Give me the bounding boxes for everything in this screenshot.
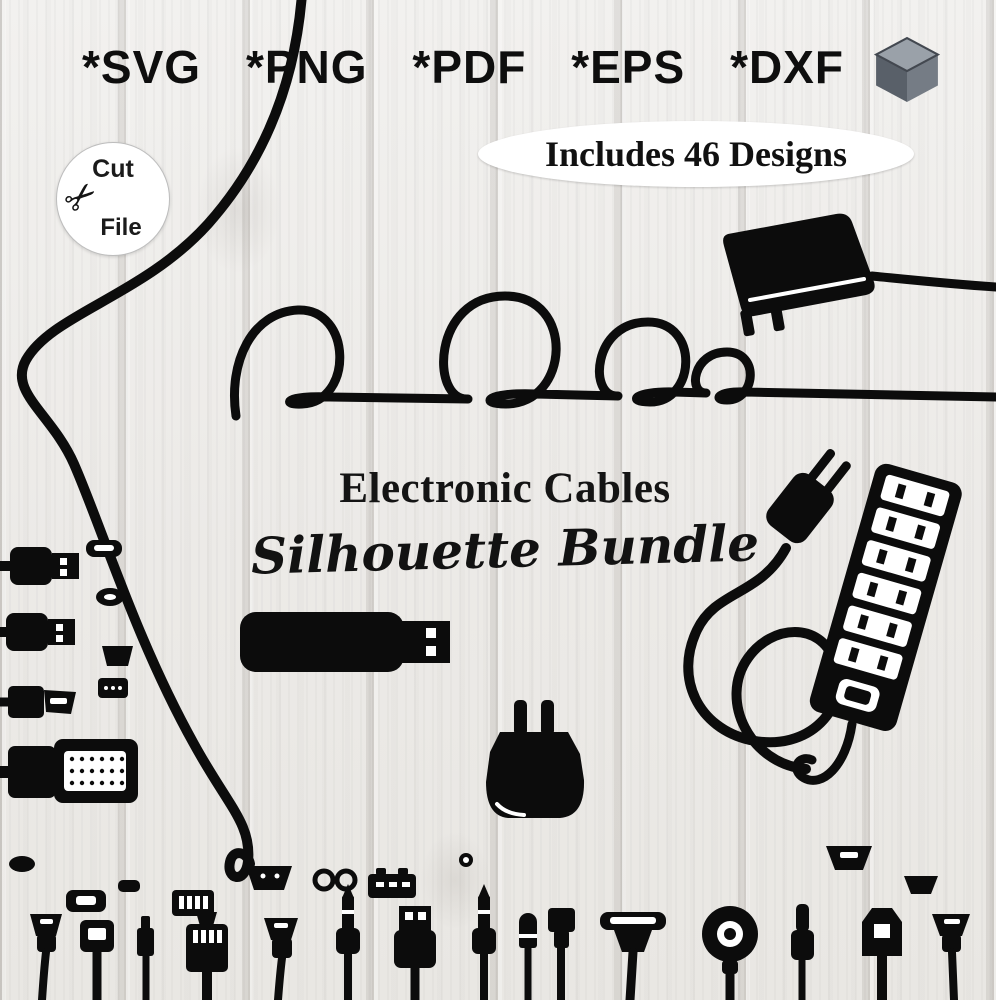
includes-badge: Includes 46 Designs (478, 121, 914, 187)
cube-icon (873, 36, 941, 104)
power-adapter-silhouette (723, 213, 996, 337)
round-connector-dot (459, 853, 473, 867)
toslink-connector (548, 908, 575, 1000)
pin-connector-head (98, 678, 128, 698)
format-label-dxf: *DXF (730, 41, 844, 93)
micro-usb-connector-2 (264, 918, 298, 1000)
usb-b-mini-connector (80, 920, 114, 1000)
format-label-svg: *SVG (82, 41, 202, 93)
small-oval-head (96, 588, 124, 606)
hdmi-head-left (102, 646, 133, 666)
usb-a-connector-vertical (394, 906, 436, 1000)
left-curving-cable-silhouette (16, 0, 307, 882)
mini-usb-head (66, 890, 106, 912)
lightning-connector (791, 904, 814, 1000)
usb-b-head-horizontal (368, 868, 416, 898)
hdmi-head-right (826, 846, 872, 870)
mini-usb-trapezoid-head (246, 866, 292, 890)
power-strip-silhouette (792, 463, 962, 785)
figure8-connector-head (312, 868, 358, 892)
micro-usb-connector-1 (30, 914, 62, 1000)
usb-c-head (86, 540, 122, 557)
format-label-png: *PNG (245, 41, 368, 93)
format-label-pdf: *PDF (412, 41, 527, 93)
usb-a-cable-1 (0, 547, 79, 585)
usb-wall-charger-silhouette (486, 700, 585, 818)
power-plug-with-cord-silhouette (683, 448, 851, 774)
rca-connector (519, 913, 537, 1000)
cut-file-label-cut: Cut (92, 155, 134, 183)
hdmi-cable (0, 686, 76, 718)
small-connector-head-1 (9, 856, 35, 872)
usb-flash-drive-silhouette (240, 612, 450, 672)
small-trapezoid-head (904, 876, 938, 894)
ethernet-rj45-connector (186, 912, 228, 1000)
rj45-head (172, 890, 214, 916)
dvi-vga-connector (0, 739, 138, 803)
audio-jack-connector-1 (336, 884, 360, 1000)
usb-a-cable-2 (0, 613, 75, 651)
small-connector-head-2 (118, 880, 140, 892)
file-formats-row: *SVG *PNG *PDF *EPS *DXF (82, 40, 844, 94)
format-label-eps: *EPS (571, 41, 686, 93)
mini-usb-connector (932, 914, 970, 1000)
includes-badge-text: Includes 46 Designs (544, 134, 848, 174)
usb-b-connector (862, 908, 902, 1000)
audio-jack-connector-2 (472, 884, 496, 1000)
barrel-jack-connector (137, 916, 154, 1000)
product-title: Electronic Cables (339, 465, 671, 512)
cut-file-label-file: File (100, 214, 142, 241)
cut-file-badge: Cut ✂ File (55, 142, 170, 256)
curly-cable-silhouette (230, 291, 996, 421)
magsafe-round-connector (702, 906, 758, 1000)
dock-30pin-connector (600, 912, 666, 1000)
